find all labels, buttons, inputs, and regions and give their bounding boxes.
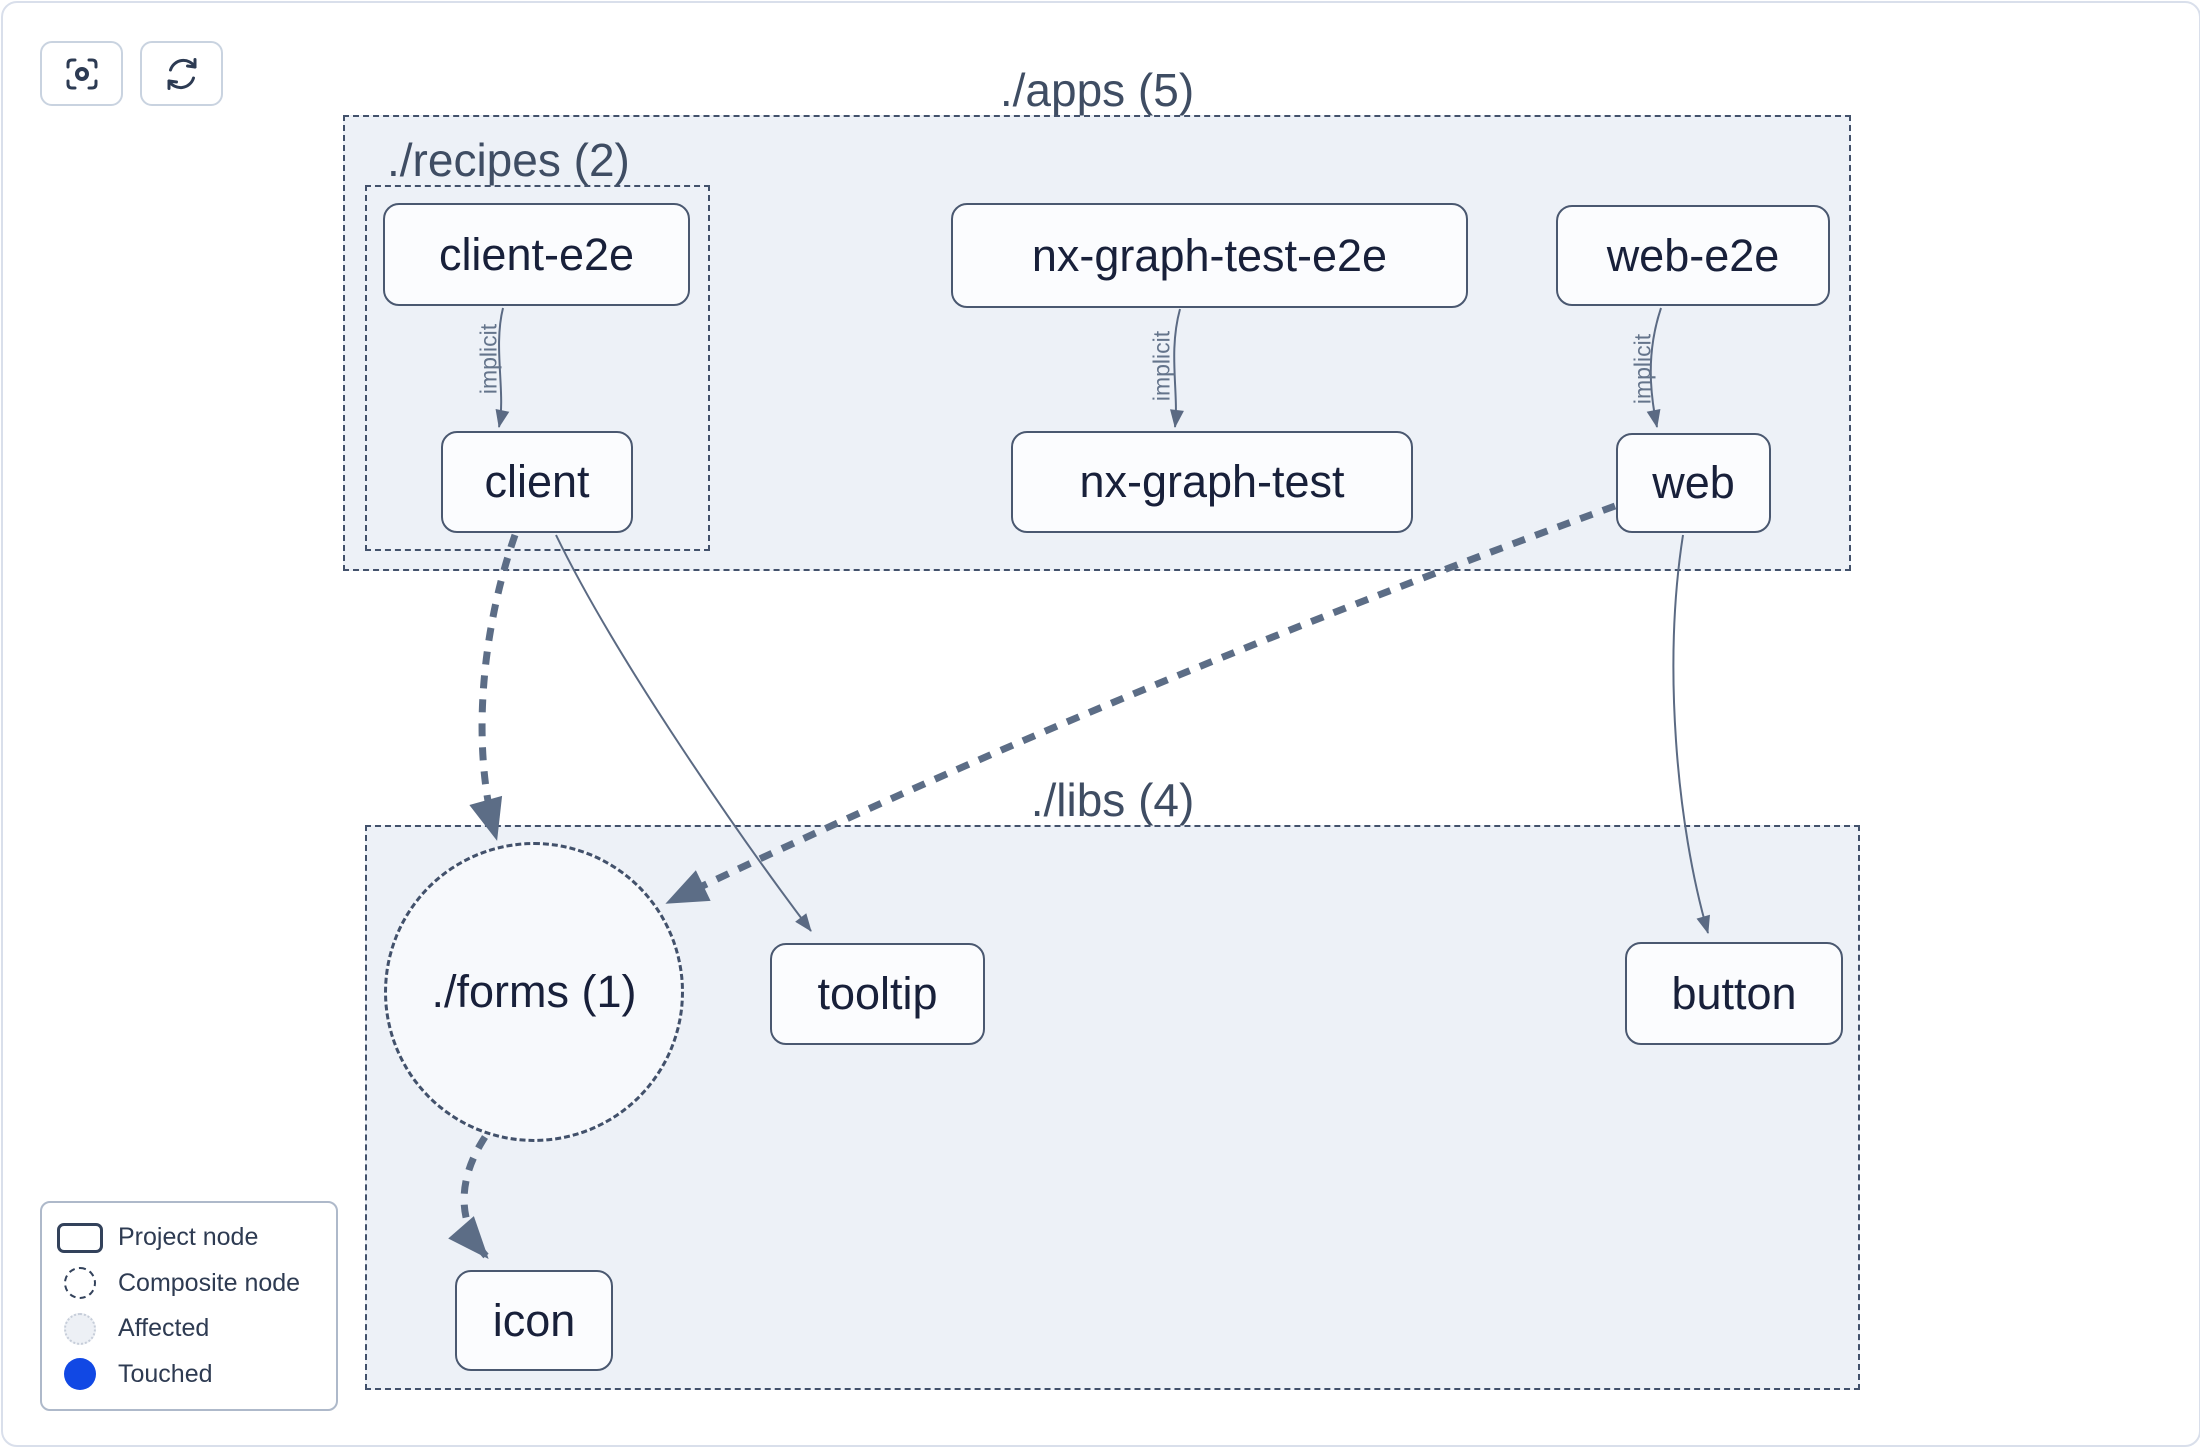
node-client-e2e-label: client-e2e <box>438 228 635 280</box>
affected-swatch-icon <box>42 1312 118 1345</box>
legend-label: Affected <box>118 1314 210 1343</box>
node-icon-label: icon <box>492 1294 576 1346</box>
node-web-e2e-label: web-e2e <box>1606 229 1780 281</box>
group-recipes: ./recipes (2) <box>365 137 710 551</box>
composite-node-forms-label: ./forms (1) <box>431 966 637 1017</box>
project-node-swatch-icon <box>42 1222 118 1253</box>
legend-item-affected: Affected <box>42 1307 336 1351</box>
legend: Project node Composite node Affected Tou… <box>40 1201 338 1411</box>
legend-label: Touched <box>118 1359 213 1388</box>
composite-node-forms[interactable]: ./forms (1) <box>384 842 684 1142</box>
node-tooltip[interactable]: tooltip <box>770 943 985 1045</box>
focus-button[interactable] <box>40 41 123 106</box>
edge-label-implicit: implicit <box>475 323 502 395</box>
group-libs-label: ./libs (4) <box>1030 774 1195 826</box>
node-nx-graph-test-e2e-label: nx-graph-test-e2e <box>1031 229 1388 281</box>
node-client-e2e[interactable]: client-e2e <box>383 203 690 306</box>
refresh-icon <box>167 57 196 90</box>
node-web-label: web <box>1652 457 1735 508</box>
group-apps-label: ./apps (5) <box>999 64 1195 116</box>
node-nx-graph-test-e2e[interactable]: nx-graph-test-e2e <box>951 203 1468 308</box>
edge-label-implicit: implicit <box>1148 330 1175 402</box>
touched-swatch-icon <box>42 1358 118 1391</box>
legend-item-composite-node: Composite node <box>42 1261 336 1305</box>
composite-node-swatch-icon <box>42 1267 118 1300</box>
node-client[interactable]: client <box>441 431 633 533</box>
node-icon[interactable]: icon <box>455 1270 613 1371</box>
node-client-label: client <box>484 456 590 507</box>
node-web-e2e[interactable]: web-e2e <box>1556 205 1830 306</box>
node-web[interactable]: web <box>1616 433 1771 533</box>
node-nx-graph-test-label: nx-graph-test <box>1079 456 1345 507</box>
node-tooltip-label: tooltip <box>817 968 938 1019</box>
focus-icon <box>66 58 97 89</box>
legend-item-touched: Touched <box>42 1352 336 1396</box>
edge-label-implicit: implicit <box>1629 333 1656 405</box>
toolbar <box>40 41 223 106</box>
legend-item-project-node: Project node <box>42 1216 336 1260</box>
refresh-button[interactable] <box>140 41 223 106</box>
legend-label: Composite node <box>118 1268 301 1297</box>
legend-label: Project node <box>118 1223 259 1252</box>
node-button[interactable]: button <box>1625 942 1843 1045</box>
group-recipes-label: ./recipes (2) <box>387 134 630 186</box>
node-nx-graph-test[interactable]: nx-graph-test <box>1011 431 1413 533</box>
node-button-label: button <box>1671 967 1797 1019</box>
